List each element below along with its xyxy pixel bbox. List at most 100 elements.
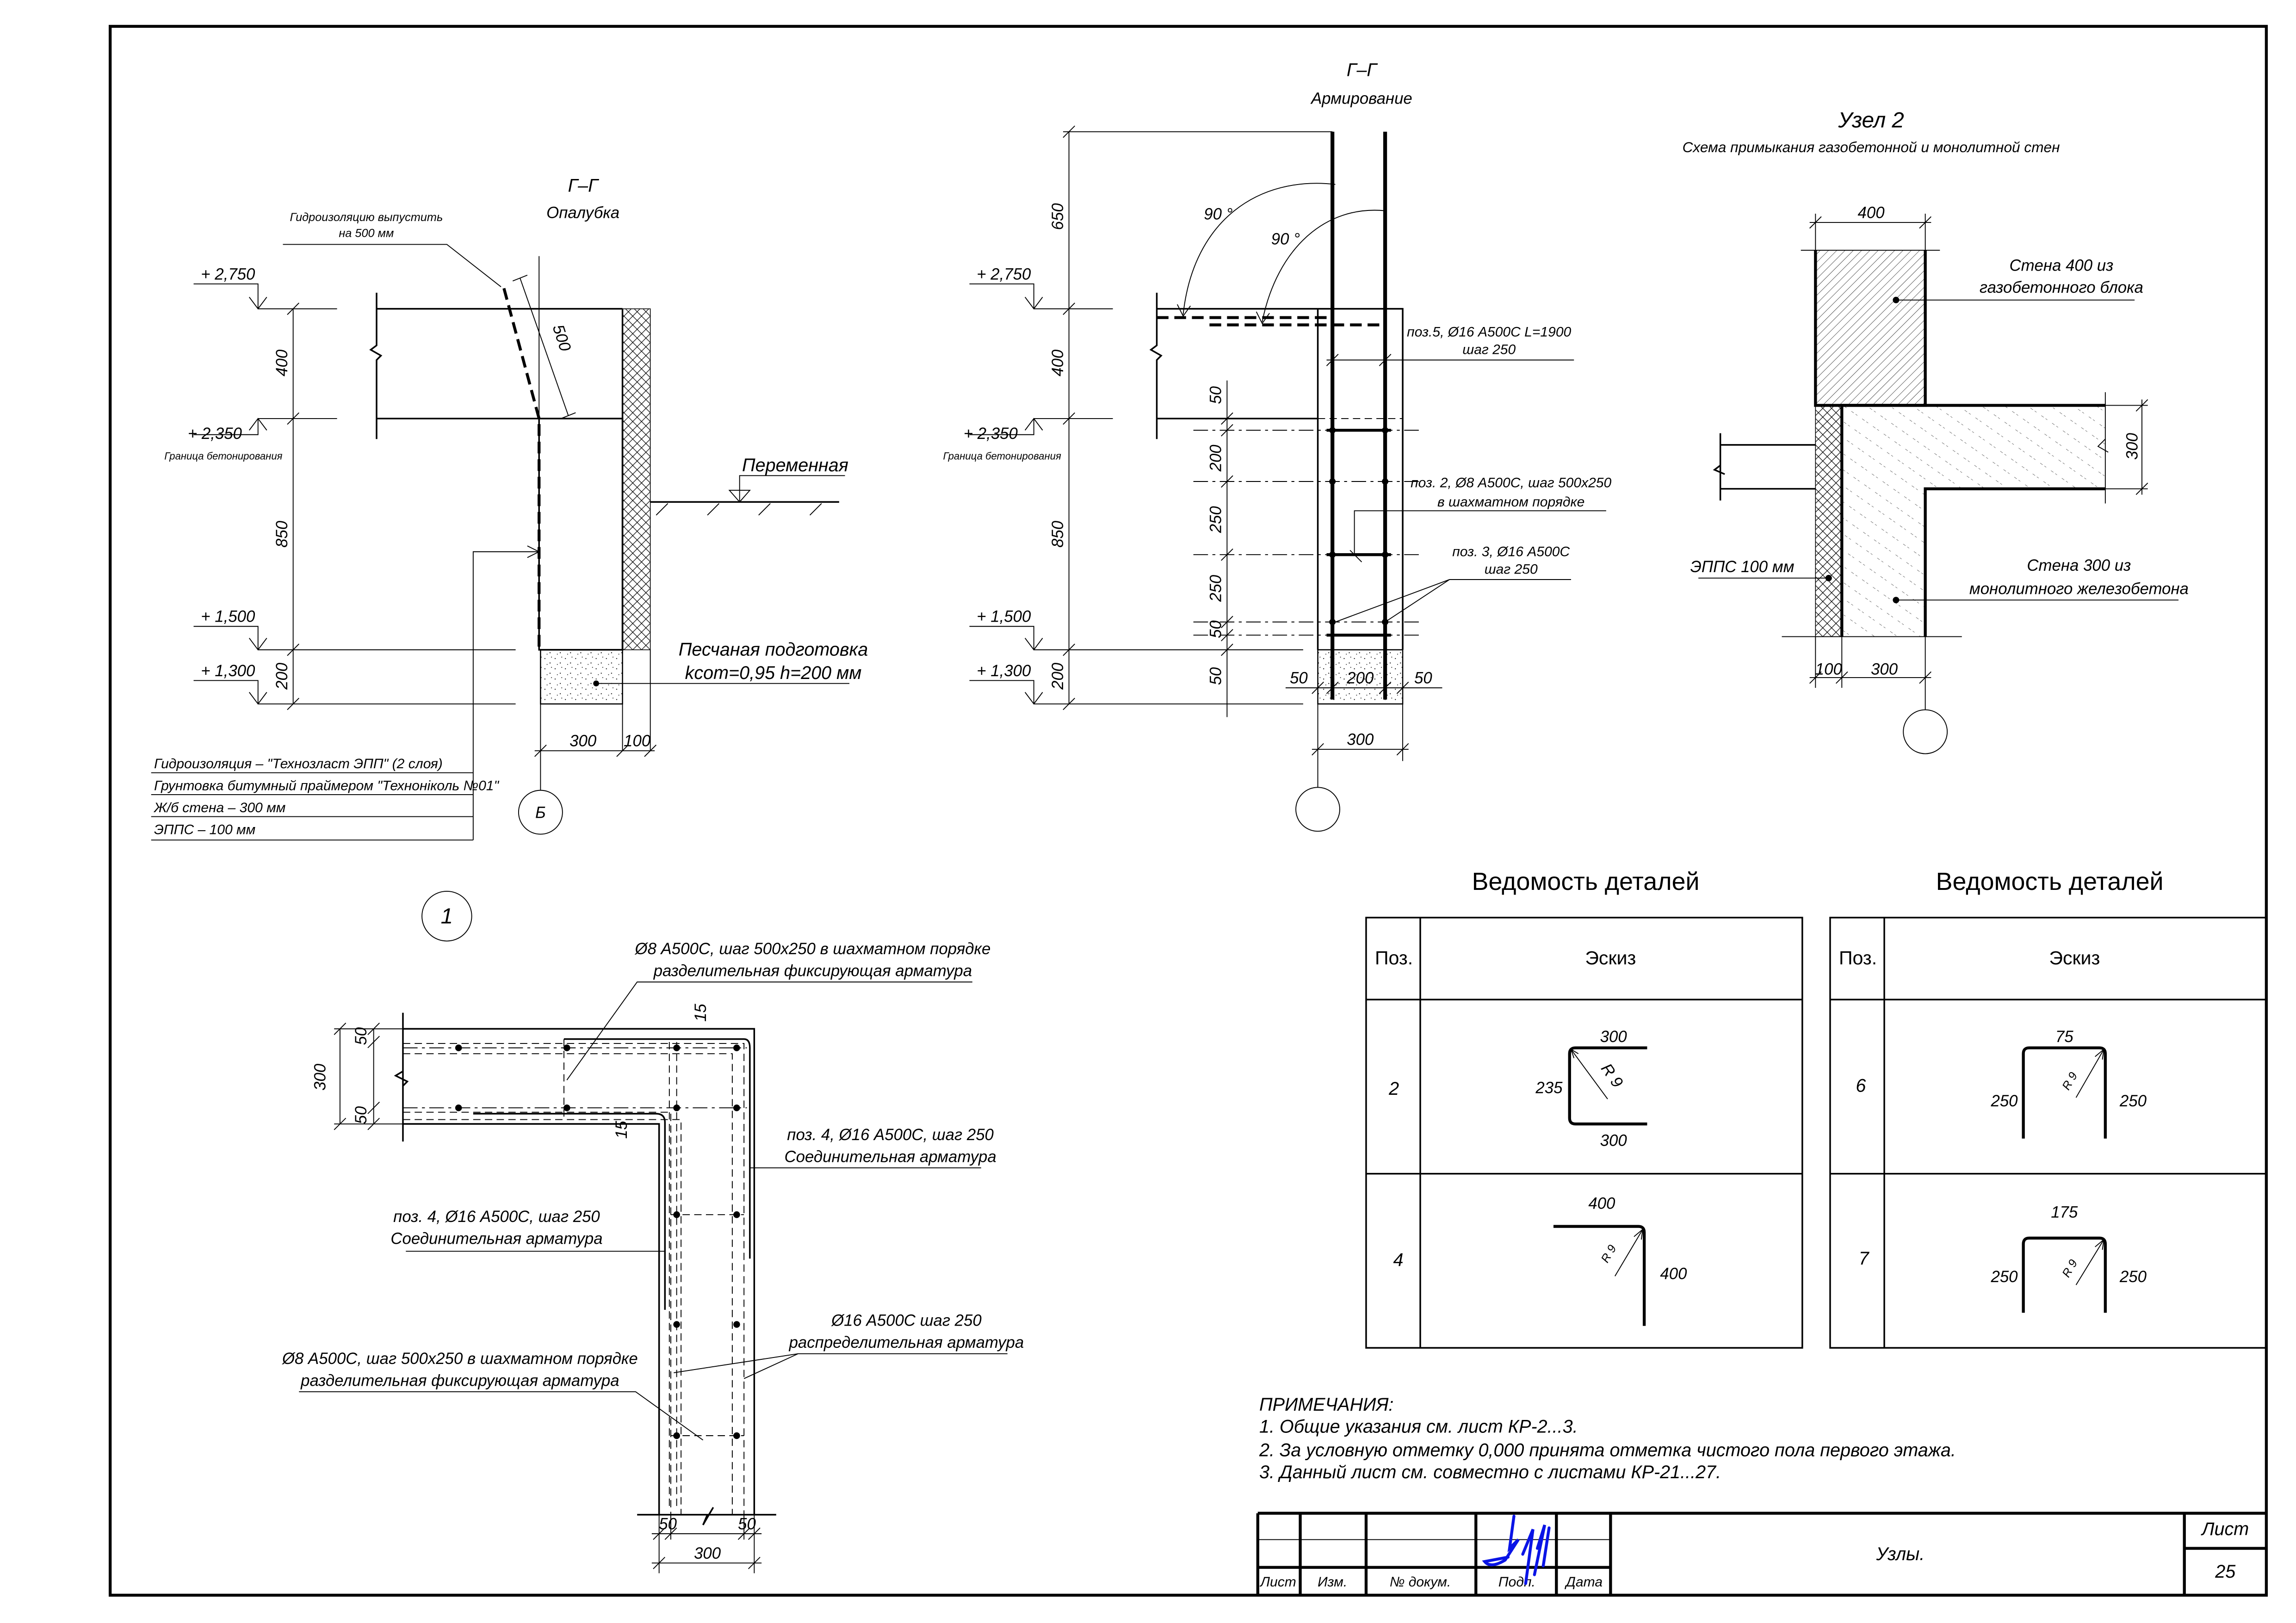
dim-100: 100 [1815,660,1843,679]
connecting-bars [473,1038,751,1310]
table-grid [1365,917,1803,1349]
bar-dots [1329,427,1389,625]
gas-wall-label-1: Стена 400 из [2009,256,2113,274]
dim-400: 400 [1049,349,1067,376]
dim-400-line [1809,213,1931,251]
waterproof-note-2: на 500 мм [339,227,394,240]
elevation-2750: + 2,750 [977,265,1031,283]
axis-marker [518,790,563,835]
dim-500: 500 [549,322,575,354]
section-formwork: Г–Г Опалубка Гидроизоляцию выпустить на … [151,175,868,841]
waterproofing-line [502,288,541,650]
dim-300: 300 [1347,731,1374,749]
elevation-2750: + 2,750 [201,265,255,283]
dimension-line-bottom [1285,649,1442,788]
callout-bottom-leader [299,1391,704,1441]
elevation-marks [969,283,1043,705]
bar-sketch-pos7 [2022,1236,2107,1313]
sketch-dim: 300 [1600,1028,1628,1046]
angle-90-b: 90 ° [1271,230,1300,248]
elevation-2350: + 2,350 [964,425,1018,443]
section-title: Г–Г [568,175,600,196]
callout-left-2: Соединительная арматура [390,1229,602,1247]
callout-dist-2: распределительная арматура [789,1333,1024,1351]
dim-bottom-50: 50 [1414,669,1432,687]
sketch-radius: R 9 [1599,1243,1619,1265]
leader-dot [1893,597,1900,604]
dim-200: 200 [273,662,291,690]
mono-wall-label-1: Стена 300 из [2027,556,2131,574]
dim-inner-50: 50 [1207,386,1225,404]
callout-pos3-2: шаг 250 [1485,562,1538,577]
leader-dot [1893,296,1900,303]
sketch-dim: 400 [1588,1195,1615,1213]
radius-arrow [2075,1239,2104,1285]
elevation-2350: + 2,350 [188,425,242,443]
sheet-number: 25 [2215,1561,2236,1582]
axis-marker [1295,787,1340,832]
dim-50: 50 [352,1027,370,1045]
axis-lines [402,1047,747,1109]
axis-lines [1193,430,1421,636]
table-title: Ведомость деталей [1472,868,1700,895]
section-subtitle: Опалубка [546,204,619,222]
dim-500-line [512,256,576,425]
dim-15: 15 [692,1004,710,1022]
dim-300: 300 [1871,660,1898,679]
axis-marker [1903,709,1948,754]
note-item: 1. Общие указания см. лист КР-2...3. [1259,1417,1578,1437]
waterproof-note-1: Гидроизоляцию выпустить [290,211,443,224]
note-item: 3. Данный лист см. совместно с листами К… [1259,1462,1721,1482]
radius-arrow [2075,1049,2104,1098]
col-pos: Поз. [1375,947,1413,969]
bottom-dims [1809,636,1931,710]
radius-arrow [1615,1229,1643,1277]
dim-inner-200: 200 [1207,444,1225,472]
callout-pos5-leader [1326,354,1574,366]
dimension-line-inner [1221,380,1233,717]
sketch-dim: 400 [1660,1265,1687,1283]
callout-dist-1: Ø16 А500С шаг 250 [831,1312,982,1330]
vertical-bars [1331,131,1387,700]
monolith-wall [1842,405,2105,637]
callout-top-1: Ø8 А500С, шаг 500х250 в шахматном порядк… [635,940,991,958]
node-title: Узел 2 [1838,108,1904,132]
gas-wall-label-2: газобетонного блока [1980,278,2143,296]
sheet-frame [108,25,2268,1597]
bar-sketch-pos2 [1568,1046,1647,1126]
callout-top-2: разделительная фиксирующая арматура [653,962,972,980]
sketch-dim: 250 [1990,1092,2018,1110]
dimension-line-left [258,302,516,710]
sketch-radius: R 9 [2060,1070,2080,1092]
callout-right-2: Соединительная арматура [784,1148,996,1166]
callout-pos5-2: шаг 250 [1462,342,1516,358]
dim-50: 50 [738,1515,756,1533]
gas-block-wall [1815,250,1925,406]
col-change: Изм. [1318,1574,1347,1590]
col-date: Дата [1565,1574,1603,1590]
dim-300-v-line [2105,399,2148,495]
callout-pos3-1: поз. 3, Ø16 А500С [1452,544,1570,559]
callout-pos2-2: в шахматном порядке [1437,494,1584,510]
dim-100: 100 [624,732,651,750]
callout-pos2-1: поз. 2, Ø8 А500С, шаг 500х250 [1411,475,1611,491]
note-item: 2. За условную отметку 0,000 принята отм… [1259,1440,1956,1460]
dim-300: 300 [694,1544,721,1562]
sand-leader-dot [593,680,599,686]
monolith-bottom [1782,392,2109,637]
dim-300-vertical: 300 [311,1063,329,1091]
col-sketch: Эскиз [2049,947,2100,969]
callout-pos5-1: поз.5, Ø16 А500С L=1900 [1407,325,1571,340]
sketch-radius: R 9 [2060,1257,2080,1279]
node-1: 1 300 50 50 15 15 50 50 300 Ø8 А500С, ша… [282,890,1024,1574]
callout-top-leader [566,981,972,1080]
wall-outline [394,1012,776,1525]
concrete-wall [538,418,624,651]
layer-4: ЭППС – 100 мм [154,822,256,838]
dim-400: 400 [1858,204,1885,222]
mono-wall-label-2: монолитного железобетона [1969,580,2189,598]
section-subtitle: Армирование [1310,90,1412,108]
dim-300-vertical: 300 [2123,432,2141,460]
tie-bars [1326,429,1391,637]
ground-hatch [656,475,845,516]
